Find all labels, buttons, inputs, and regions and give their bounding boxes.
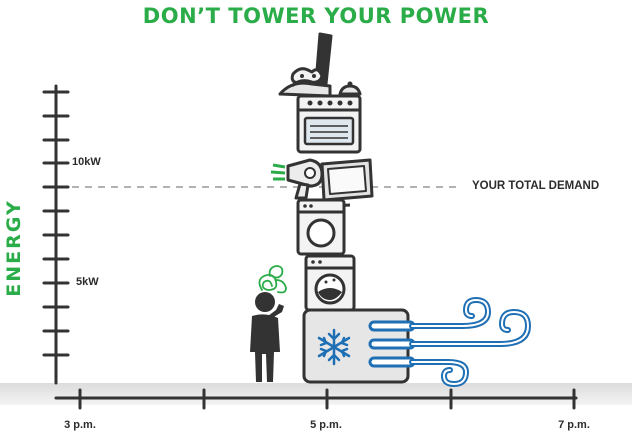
- demand-line-label: YOUR TOTAL DEMAND: [472, 180, 600, 192]
- kettle-icon: [338, 81, 362, 96]
- wind-icon: [368, 296, 532, 388]
- y-axis: [42, 84, 70, 385]
- hair-dryer-icon: [270, 158, 324, 200]
- page-title: DON’T TOWER YOUR POWER: [142, 4, 490, 28]
- y-tick-label-5kw: 5kW: [76, 276, 99, 288]
- x-tick-label-5pm: 5 p.m.: [310, 419, 342, 431]
- floor-band: [0, 383, 632, 405]
- dryer-icon: [296, 198, 346, 256]
- washing-machine-icon: [304, 254, 356, 312]
- x-tick-label-7pm: 7 p.m.: [558, 419, 590, 431]
- y-tick-label-10kw: 10kW: [72, 156, 101, 168]
- scribble-thought-icon: [258, 265, 287, 294]
- iron-icon: [278, 79, 332, 98]
- x-tick-label-3pm: 3 p.m.: [64, 419, 96, 431]
- x-axis: [54, 388, 578, 410]
- oven-icon: [296, 94, 362, 154]
- snowflake-icon: [317, 328, 351, 366]
- tv-icon: [320, 158, 374, 208]
- person-icon: [250, 292, 284, 382]
